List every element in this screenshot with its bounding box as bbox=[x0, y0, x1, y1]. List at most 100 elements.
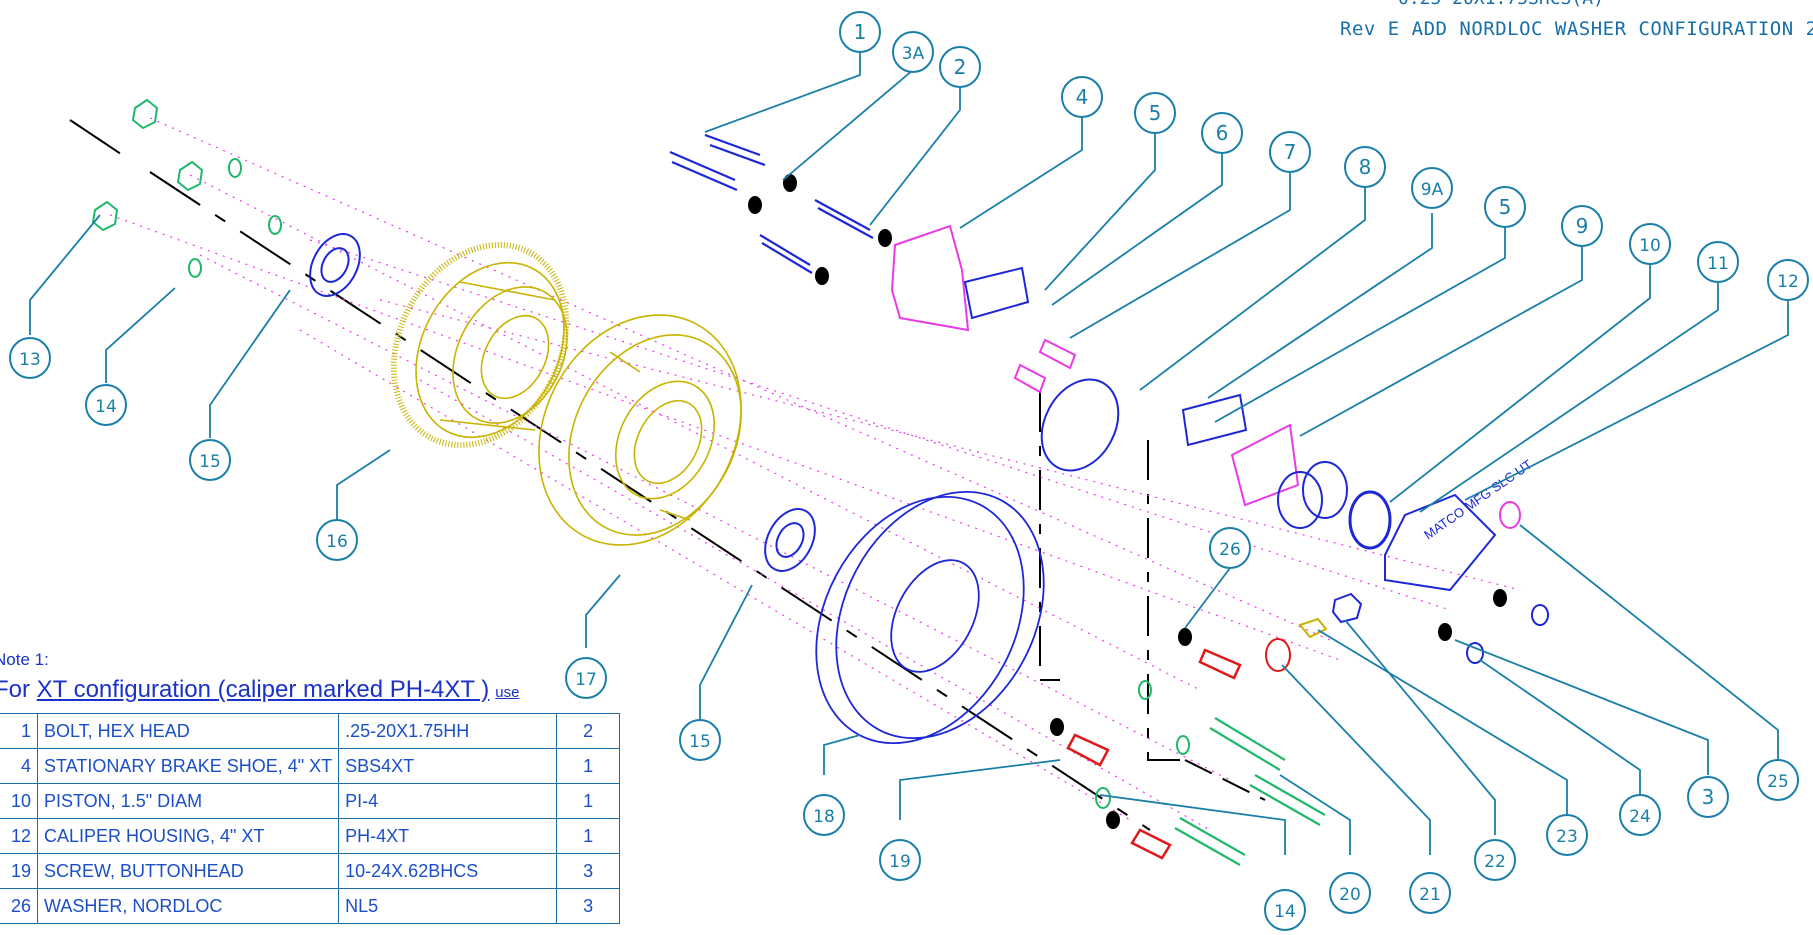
wheel-half-16 bbox=[390, 241, 570, 449]
balloon-label: 13 bbox=[19, 350, 41, 370]
balloon-label: 5 bbox=[1149, 101, 1162, 125]
balloon-circle bbox=[803, 794, 845, 836]
bom-qty: 1 bbox=[556, 783, 621, 819]
bom-qty: 3 bbox=[556, 888, 621, 924]
balloon-circle bbox=[679, 719, 721, 761]
bom-description: BOLT, HEX HEAD bbox=[36, 713, 340, 749]
balloon-circle bbox=[565, 657, 607, 699]
washers-3 bbox=[1050, 589, 1507, 829]
balloon-label: 23 bbox=[1556, 827, 1578, 847]
bolts-1-2 bbox=[669, 133, 874, 274]
bom-item: 26 bbox=[0, 888, 38, 924]
oring-11 bbox=[1348, 490, 1392, 550]
note-underlined: XT configuration (caliper marked PH-4XT … bbox=[36, 676, 490, 703]
balloon-circle bbox=[879, 839, 921, 881]
washers-14 bbox=[188, 158, 1190, 809]
balloon-circle bbox=[1629, 223, 1671, 265]
back-plate-9 bbox=[1230, 423, 1300, 507]
balloon-circle bbox=[316, 519, 358, 561]
balloon-label: 19 bbox=[889, 852, 911, 872]
brake-shoes bbox=[963, 266, 1248, 447]
pins-7 bbox=[1013, 338, 1077, 394]
balloon-label: 21 bbox=[1419, 885, 1441, 905]
bom-description: WASHER, NORDLOC bbox=[36, 888, 340, 924]
note-title: Note 1: bbox=[0, 650, 49, 669]
balloon-circle bbox=[1411, 167, 1453, 209]
balloon-label: 10 bbox=[1639, 236, 1661, 256]
balloon-label: 14 bbox=[1274, 902, 1296, 922]
bom-qty: 2 bbox=[556, 713, 621, 749]
fittings bbox=[1331, 592, 1549, 664]
construction-lines bbox=[109, 117, 1521, 831]
revision-line: Rev E ADD NORDLOC WASHER CONFIGURATION 2… bbox=[1340, 18, 1813, 40]
balloon-label: 6 bbox=[1216, 121, 1229, 145]
balloon-circle bbox=[1767, 259, 1809, 301]
balloon-label: 22 bbox=[1484, 852, 1506, 872]
balloon-circle bbox=[1561, 205, 1603, 247]
balloon-label: 14 bbox=[95, 397, 117, 417]
balloon-label: 3 bbox=[1702, 785, 1715, 809]
piston-10 bbox=[1277, 461, 1348, 529]
bom-part: PH-4XT bbox=[338, 818, 558, 854]
wheel-half-17 bbox=[538, 314, 742, 546]
bom-description: SCREW, BUTTONHEAD bbox=[36, 853, 340, 889]
balloon-circle bbox=[1061, 76, 1103, 118]
balloon-circle bbox=[1619, 794, 1661, 836]
balloon-circle bbox=[1134, 92, 1176, 134]
balloon-circle bbox=[1201, 112, 1243, 154]
bom-part: NL5 bbox=[338, 888, 558, 924]
balloon-circle bbox=[9, 337, 51, 379]
balloon-label: 20 bbox=[1339, 885, 1361, 905]
magenta-plate-4 bbox=[890, 224, 970, 332]
balloon-label: 15 bbox=[689, 732, 711, 752]
balloon-label: 17 bbox=[575, 670, 597, 690]
balloon-circle bbox=[1484, 186, 1526, 228]
balloon-circle bbox=[839, 11, 881, 53]
bom-description: CALIPER HOUSING, 4" XT bbox=[36, 818, 340, 854]
balloon-label: 11 bbox=[1707, 254, 1729, 274]
balloon-circle bbox=[892, 31, 934, 73]
balloon-label: 5 bbox=[1499, 195, 1512, 219]
note-line: For XT configuration (caliper marked PH-… bbox=[0, 676, 519, 704]
balloon-circle bbox=[1697, 241, 1739, 283]
bom-item: 4 bbox=[0, 748, 38, 784]
bearing-15 bbox=[309, 233, 816, 572]
balloon-circle bbox=[1757, 759, 1799, 801]
balloon-circle bbox=[85, 384, 127, 426]
bom-part: .25-20X1.75HH bbox=[338, 713, 558, 749]
screws-19 bbox=[1066, 648, 1242, 860]
bom-part: PI-4 bbox=[338, 783, 558, 819]
bom-item: 12 bbox=[0, 818, 38, 854]
balloon-label: 7 bbox=[1284, 140, 1297, 164]
balloon-circle bbox=[1209, 527, 1251, 569]
torque-plate-8 bbox=[1040, 378, 1120, 472]
balloon-label: 9 bbox=[1576, 214, 1589, 238]
balloon-circle bbox=[939, 46, 981, 88]
brass-fitting-23 bbox=[1298, 617, 1328, 639]
balloon-circle bbox=[1409, 872, 1451, 914]
balloon-label: 26 bbox=[1219, 540, 1241, 560]
balloon-circle bbox=[1474, 839, 1516, 881]
bom-item: 1 bbox=[0, 713, 38, 749]
brake-disc-18 bbox=[815, 490, 1045, 745]
lug-nuts-13 bbox=[91, 98, 204, 232]
balloon-circle bbox=[1687, 776, 1729, 818]
bom-description: STATIONARY BRAKE SHOE, 4" XT bbox=[36, 748, 340, 784]
bolts-20 bbox=[1174, 717, 1326, 866]
bleeder-25 bbox=[1499, 501, 1521, 529]
balloon-circle bbox=[1269, 131, 1311, 173]
balloon-label: 8 bbox=[1359, 155, 1372, 179]
bom-part: SBS4XT bbox=[338, 748, 558, 784]
balloon-circle bbox=[1344, 146, 1386, 188]
bom-item: 19 bbox=[0, 853, 38, 889]
balloon-label: 12 bbox=[1777, 272, 1799, 292]
red-cylinder-21 bbox=[1265, 638, 1291, 672]
revision-top-note: 0.25-20X1.75SHCS(A) bbox=[1398, 0, 1604, 9]
